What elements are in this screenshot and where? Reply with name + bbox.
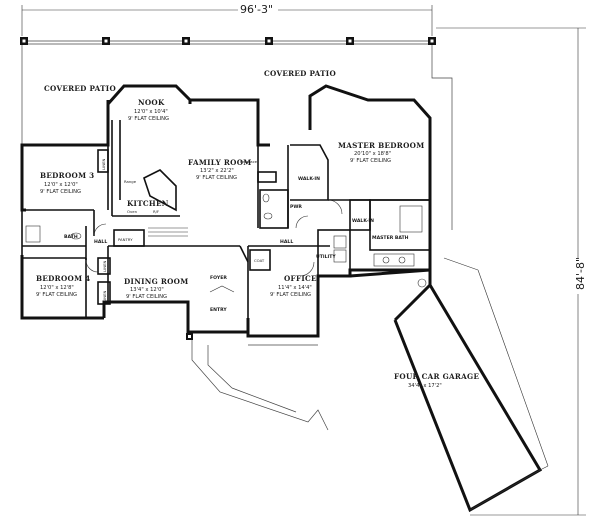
nook-label: NOOK (138, 98, 165, 107)
fireplace-label: Fireplace (240, 159, 258, 164)
dining-room-ceiling: 9' FLAT CEILING (126, 294, 167, 300)
covered-patio-center-label: COVERED PATIO (264, 69, 336, 78)
front-walk (191, 340, 329, 431)
master-bedroom-dimensions: 20'10" x 18'8" (354, 151, 391, 157)
overall-width-label: 96'-3" (240, 3, 273, 16)
bath-label: BATH (64, 234, 78, 240)
garage: FOUR CAR GARAGE 34'4" x 17'2" (394, 372, 479, 389)
office: OFFICE 11'4" x 14'4" 9' FLAT CEILING (270, 274, 317, 298)
master-bath-label: MASTER BATH (372, 235, 409, 241)
overall-depth-dimension: 84'-8" (436, 27, 587, 516)
office-ceiling: 9' FLAT CEILING (270, 292, 311, 298)
bedroom-4-ceiling: 9' FLAT CEILING (36, 292, 77, 298)
refrigerator-label: R/F (153, 209, 159, 214)
bedroom-4-dimensions: 12'0" x 12'8" (40, 285, 74, 291)
garage-dimensions: 34'4" x 17'2" (408, 383, 442, 389)
bedroom-4: BEDROOM 4 12'0" x 12'8" 9' FLAT CEILING (36, 274, 90, 298)
linen-closet-3-label: LINEN (102, 291, 107, 302)
dining-room-dimensions: 13'4" x 12'0" (130, 287, 164, 293)
entry-label: ENTRY (210, 307, 227, 313)
nook-room: NOOK 12'0" x 10'4" 9' FLAT CEILING (128, 98, 169, 122)
kitchen-label: KITCHEN (127, 199, 169, 208)
bedroom-3: BEDROOM 3 12'0" x 12'0" 9' FLAT CEILING (40, 171, 94, 195)
family-room-ceiling: 9' FLAT CEILING (196, 175, 237, 181)
nook-ceiling: 9' FLAT CEILING (128, 116, 169, 122)
covered-patio-outline (21, 40, 453, 230)
family-room-dimensions: 13'2" x 22'2" (200, 168, 234, 174)
master-bedroom-ceiling: 9' FLAT CEILING (350, 158, 391, 164)
family-room: FAMILY ROOM 13'2" x 22'2" 9' FLAT CEILIN… (188, 158, 252, 181)
bedroom-3-dimensions: 12'0" x 12'0" (44, 182, 78, 188)
interior-walls (21, 120, 431, 318)
dining-room: DINING ROOM 13'4" x 12'0" 9' FLAT CEILIN… (124, 277, 189, 300)
exterior-walls (20, 84, 432, 338)
nook-dimensions: 12'0" x 10'4" (134, 109, 168, 115)
hall-2-label: HALL (280, 239, 293, 245)
master-bedroom: MASTER BEDROOM 20'10" x 18'8" 9' FLAT CE… (338, 141, 424, 164)
linen-closet-2-label: LINEN (102, 261, 107, 272)
walk-in-closet-2-label: WALK-IN (352, 218, 374, 224)
family-room-label: FAMILY ROOM (188, 158, 252, 167)
covered-patio-left-label: COVERED PATIO (44, 84, 116, 93)
dining-room-label: DINING ROOM (124, 277, 189, 286)
oven-label: Oven (127, 209, 138, 214)
bedroom-3-ceiling: 9' FLAT CEILING (40, 189, 81, 195)
pantry-label: PANTRY (118, 237, 133, 242)
kitchen: KITCHEN Range Oven R/F (124, 179, 169, 214)
bedroom-3-label: BEDROOM 3 (40, 171, 94, 180)
powder-room-label: PWR (290, 204, 302, 210)
utility-label: UTILITY (316, 254, 336, 260)
linen-closet-label: LINEN (101, 159, 106, 170)
small-space-labels: WALK-IN WALK-IN MASTER BATH PWR HALL HAL… (64, 159, 409, 313)
bedroom-4-label: BEDROOM 4 (36, 274, 90, 283)
master-bedroom-label: MASTER BEDROOM (338, 141, 424, 150)
coat-closet-label: COAT (254, 258, 265, 263)
range-label: Range (124, 179, 137, 184)
office-label: OFFICE (284, 274, 317, 283)
garage-label: FOUR CAR GARAGE (394, 372, 479, 381)
patio-labels: COVERED PATIO COVERED PATIO (44, 69, 336, 93)
walk-in-closet-label: WALK-IN (298, 176, 320, 182)
overall-depth-label: 84'-8" (574, 257, 587, 290)
patio-columns (20, 37, 436, 340)
overall-width-dimension: 96'-3" (21, 3, 433, 36)
hall-label: HALL (94, 239, 107, 245)
foyer-label: FOYER (210, 275, 227, 281)
office-dimensions: 11'4" x 14'4" (278, 285, 312, 291)
